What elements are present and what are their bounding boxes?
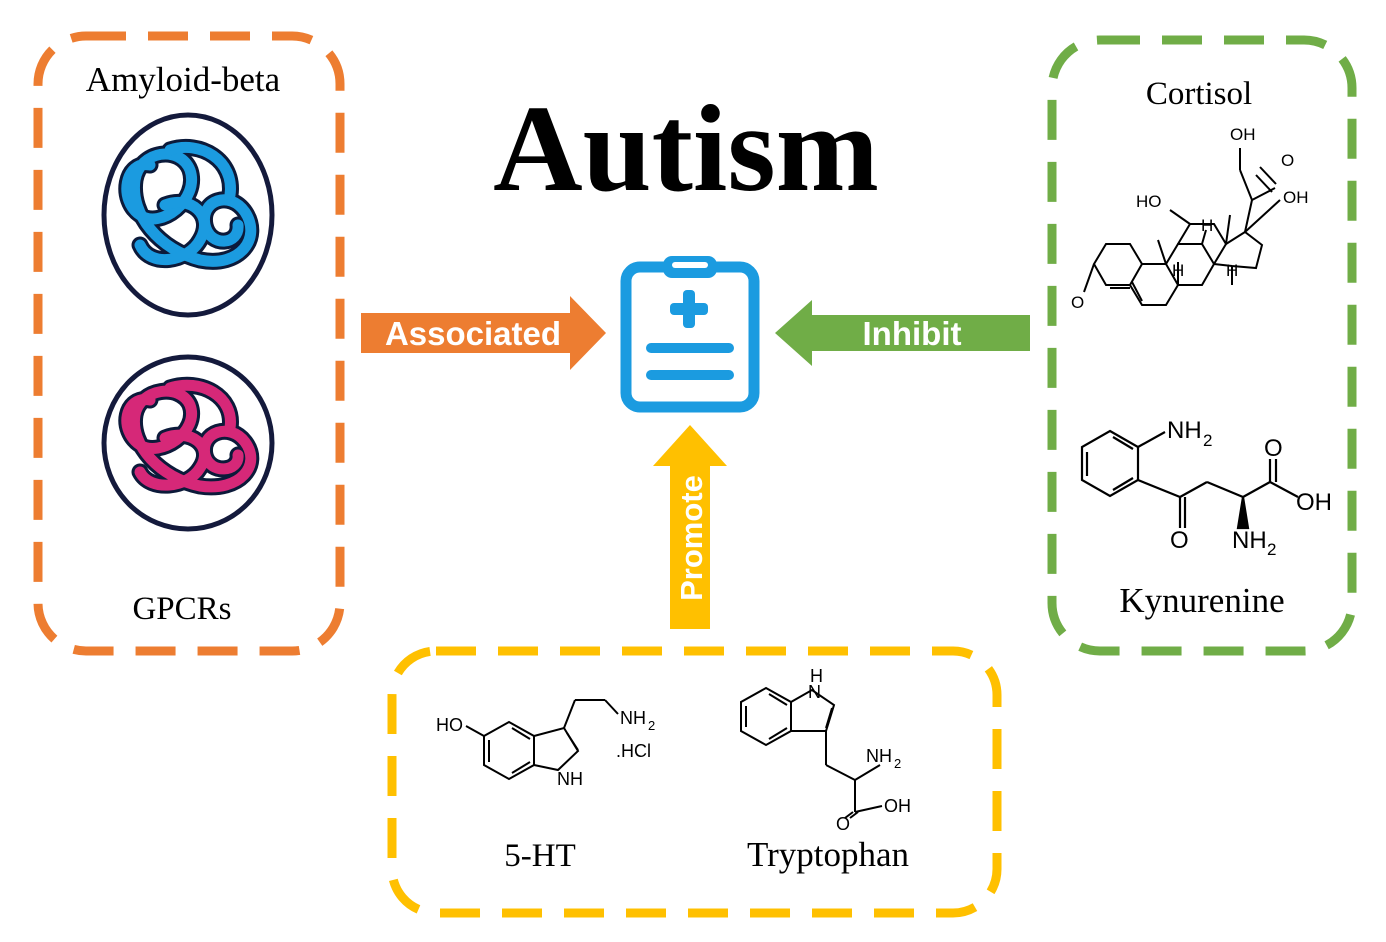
associated-arrow: Associated (361, 296, 606, 370)
ht-sub2: 2 (648, 718, 655, 733)
cortisol-h1: H (1201, 216, 1213, 235)
kyn-acid-o: O (1264, 435, 1283, 462)
bottom-panel: HO NH 2 .HCl NH H N NH 2 O (387, 646, 1002, 918)
inhibit-arrow: Inhibit (775, 300, 1030, 366)
kyn-sub2-b: 2 (1267, 540, 1276, 559)
medical-clipboard-icon (620, 256, 760, 413)
bottom-panel-border (387, 646, 1002, 918)
gpcr-protein-icon (101, 354, 275, 532)
trp-o: O (836, 814, 850, 834)
kyn-sub2-a: 2 (1203, 431, 1212, 450)
promote-arrow-label: Promote (674, 475, 709, 601)
ht-hcl: .HCl (616, 741, 651, 761)
inhibit-arrow-label: Inhibit (863, 315, 962, 352)
ht-nh2: NH (620, 708, 646, 728)
serotonin-label: 5-HT (504, 838, 575, 874)
right-panel-border (1047, 35, 1357, 656)
trp-oh: OH (884, 796, 911, 816)
trp-sub2: 2 (894, 756, 901, 771)
cortisol-ho-left: HO (1136, 192, 1162, 211)
serotonin-structure-icon (465, 699, 619, 781)
cortisol-oh-right: OH (1283, 188, 1309, 207)
cortisol-h3: H (1226, 261, 1238, 280)
right-panel: Cortisol (1047, 35, 1357, 656)
tryptophan-structure-icon (740, 686, 883, 819)
kyn-nh2-bottom: NH (1232, 527, 1267, 554)
cortisol-label: Cortisol (1146, 76, 1252, 112)
kynurenine-structure-icon (1080, 429, 1299, 530)
kyn-ketone-o: O (1170, 527, 1189, 554)
left-panel: Amyloid-beta (33, 31, 345, 656)
ht-nh: NH (557, 769, 583, 789)
gpcrs-label: GPCRs (132, 591, 231, 627)
trp-nh2: NH (866, 746, 892, 766)
amyloid-beta-protein-icon (101, 112, 275, 318)
cortisol-h2: H (1172, 261, 1184, 280)
kynurenine-label: Kynurenine (1119, 581, 1284, 620)
kyn-nh2-top: NH (1167, 417, 1202, 444)
ht-ho: HO (436, 715, 463, 735)
cortisol-oh-top: OH (1230, 125, 1256, 144)
tryptophan-label: Tryptophan (747, 835, 909, 874)
page-title: Autism (493, 80, 879, 217)
promote-arrow: Promote (653, 425, 727, 629)
kyn-oh: OH (1296, 489, 1332, 516)
cortisol-o-ring: O (1071, 293, 1084, 312)
cortisol-structure-icon (1083, 148, 1281, 306)
trp-n: N (808, 682, 821, 702)
cortisol-ketone-o: O (1281, 151, 1294, 170)
trp-h: H (810, 666, 823, 686)
associated-arrow-label: Associated (385, 315, 561, 352)
amyloid-beta-label: Amyloid-beta (86, 60, 281, 99)
